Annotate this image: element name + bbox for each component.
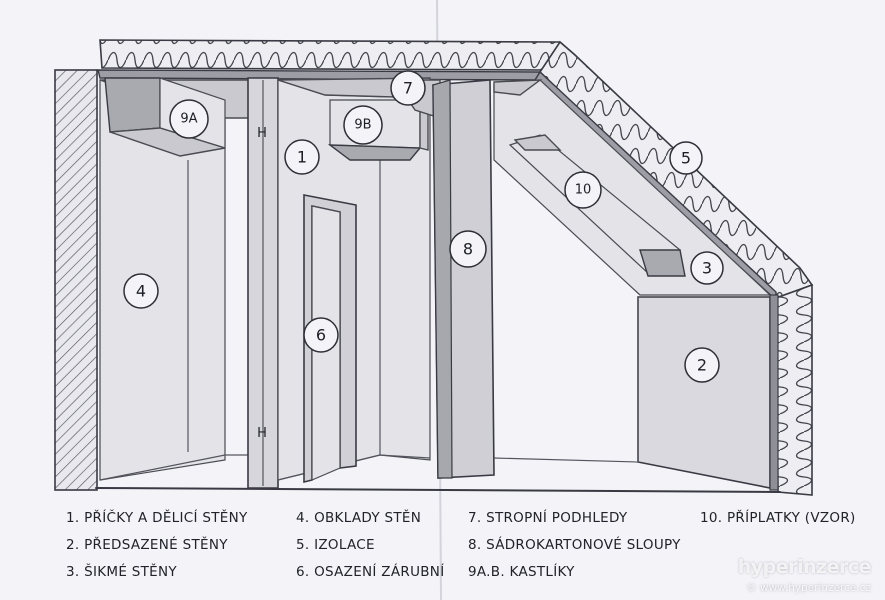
watermark-url: © www.hyperinzerce.cz bbox=[746, 582, 871, 594]
svg-text:2: 2 bbox=[697, 356, 707, 375]
label-9a: 9A bbox=[169, 99, 209, 139]
ceiling-shade-right bbox=[493, 79, 543, 96]
masonry-wall bbox=[54, 69, 98, 491]
ceiling-board bbox=[97, 69, 542, 81]
floor-line bbox=[95, 487, 781, 493]
label-1: 1 bbox=[284, 139, 320, 175]
stud-h-bottom: H bbox=[257, 426, 267, 441]
svg-text:7: 7 bbox=[403, 79, 413, 98]
stud-h-top: H bbox=[257, 126, 267, 141]
legend-item-10: 10. PŘÍPLATKY (VZOR) bbox=[700, 510, 856, 526]
svg-text:5: 5 bbox=[681, 149, 691, 168]
legend-item-6: 6. OSAZENÍ ZÁRUBNÍ bbox=[296, 564, 445, 580]
label-2: 2 bbox=[684, 347, 720, 383]
svg-text:1: 1 bbox=[297, 148, 307, 167]
label-6: 6 bbox=[303, 317, 339, 353]
drywall-column bbox=[432, 79, 495, 479]
right-wall-insulation bbox=[775, 283, 813, 496]
legend-item-3: 3. ŠIKMÉ STĚNY bbox=[66, 564, 177, 580]
front-wall-2 bbox=[637, 296, 771, 489]
legend-item-8: 8. SÁDROKARTONOVÉ SLOUPY bbox=[468, 537, 681, 553]
label-8: 8 bbox=[449, 230, 487, 268]
legend-item-7: 7. STROPNÍ PODHLEDY bbox=[468, 510, 628, 526]
svg-text:9B: 9B bbox=[354, 118, 371, 133]
legend-item-5: 5. IZOLACE bbox=[296, 537, 375, 553]
label-9b: 9B bbox=[343, 105, 383, 145]
svg-text:8: 8 bbox=[463, 240, 473, 259]
svg-text:9A: 9A bbox=[180, 112, 197, 127]
svg-text:10: 10 bbox=[575, 183, 592, 198]
room-left-floor bbox=[99, 454, 250, 481]
label-7: 7 bbox=[390, 70, 426, 106]
ceiling-insulation bbox=[99, 39, 577, 71]
legend-item-4: 4. OBKLADY STĚN bbox=[296, 510, 422, 526]
label-10: 10 bbox=[564, 171, 602, 209]
legend-item-2: 2. PŘEDSAZENÉ STĚNY bbox=[66, 537, 228, 553]
legend-item-9: 9A.B. KASTLÍKY bbox=[468, 564, 575, 580]
watermark-brand: hyperinzerce bbox=[737, 556, 872, 578]
svg-text:3: 3 bbox=[702, 259, 712, 278]
svg-text:4: 4 bbox=[136, 282, 146, 301]
label-5: 5 bbox=[669, 141, 703, 175]
legend-item-1: 1. PŘÍČKY A DĚLICÍ STĚNY bbox=[66, 510, 248, 526]
skylight-niche-10 bbox=[508, 134, 686, 277]
right-wall-board bbox=[769, 294, 779, 491]
label-3: 3 bbox=[690, 251, 724, 285]
label-4: 4 bbox=[123, 273, 159, 309]
svg-text:6: 6 bbox=[316, 326, 326, 345]
